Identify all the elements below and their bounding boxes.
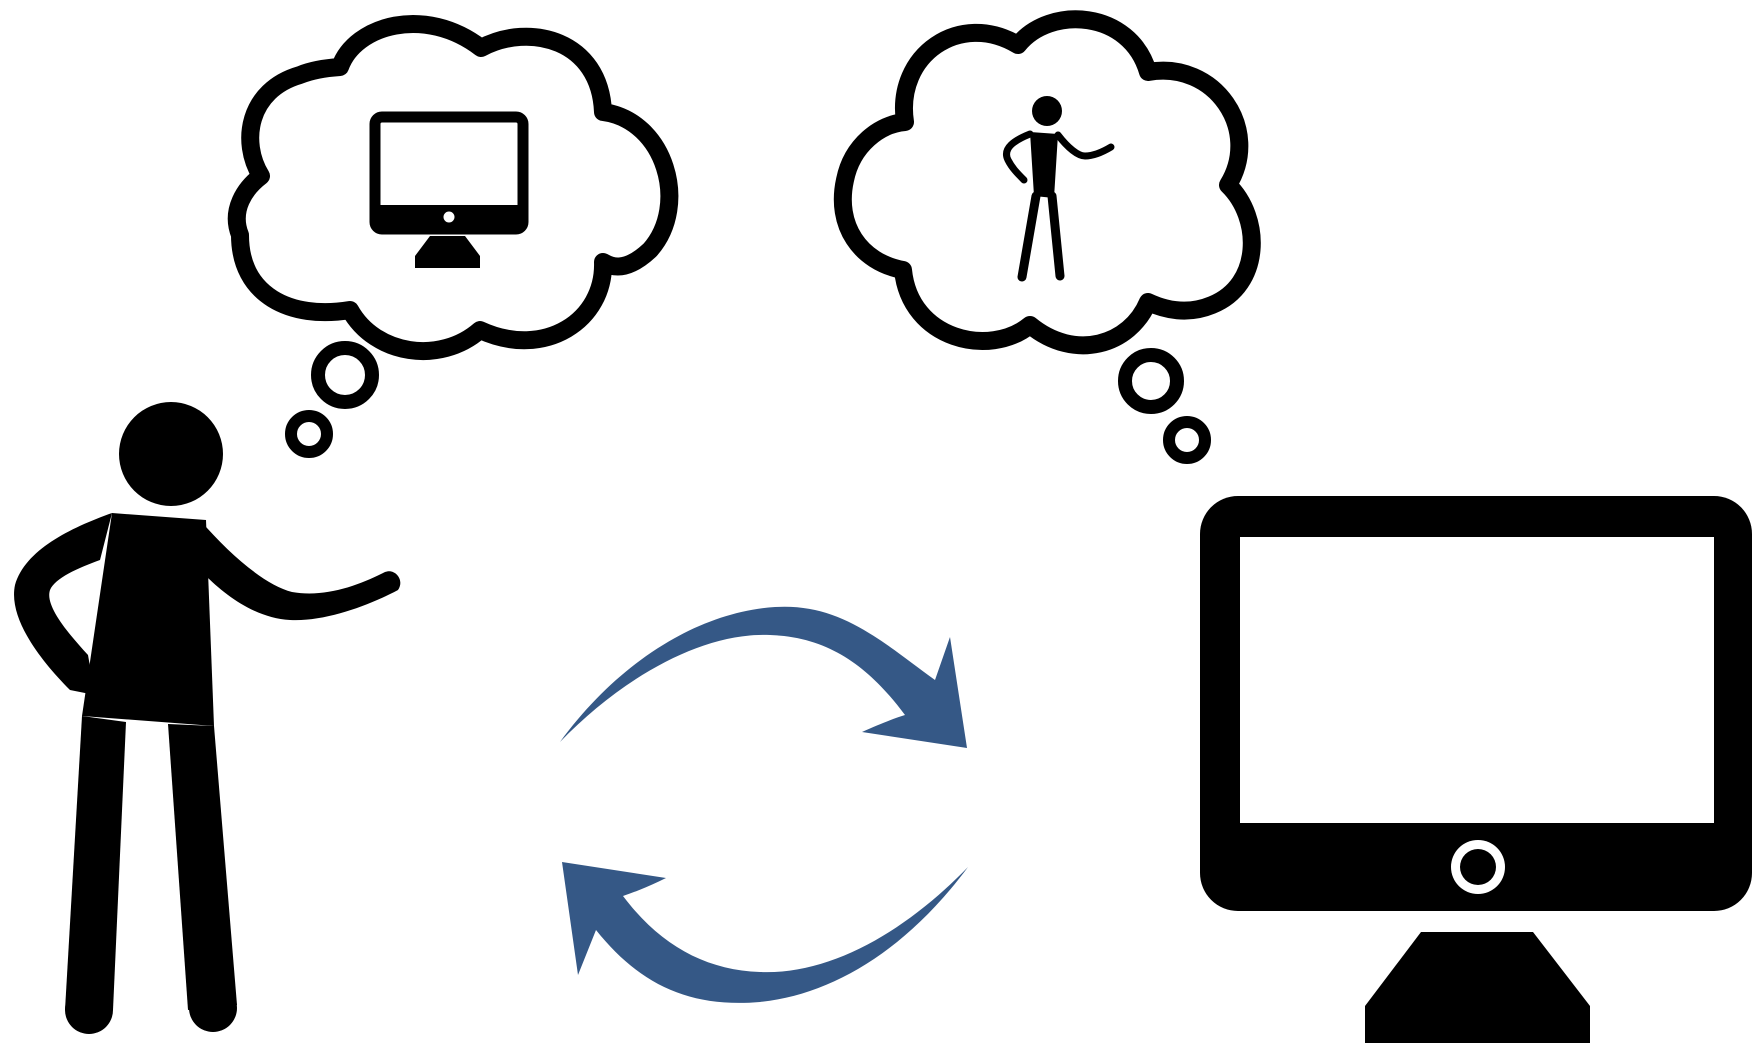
person-right-leg: [168, 724, 237, 1010]
person-thought-dot-large: [311, 341, 379, 409]
person-torso: [82, 513, 214, 726]
person-thought-dot-small: [285, 410, 333, 458]
person-figure: [14, 402, 401, 1034]
person-hip-arm: [14, 513, 112, 695]
person-left-leg: [65, 716, 126, 1010]
computer-thought-bubble: [833, 10, 1261, 464]
person-thought-cloud: [227, 15, 679, 360]
person-thought-bubble: [227, 15, 679, 458]
computer-monitor-icon: [369, 111, 529, 268]
person-pointing-arm: [200, 520, 401, 621]
monitor-stand: [1365, 932, 1590, 1043]
computer-thought-dot-large: [1118, 348, 1184, 414]
cycle-arrows-icon: [560, 606, 968, 1003]
computer-monitor: [1200, 496, 1752, 1043]
computer-thought-dot-small: [1163, 416, 1211, 464]
arrow-bottom-left: [562, 862, 968, 1003]
person-head: [119, 402, 223, 506]
arrow-top-right: [560, 606, 967, 748]
person-icon: [1003, 96, 1115, 282]
monitor-screen: [1240, 537, 1714, 823]
